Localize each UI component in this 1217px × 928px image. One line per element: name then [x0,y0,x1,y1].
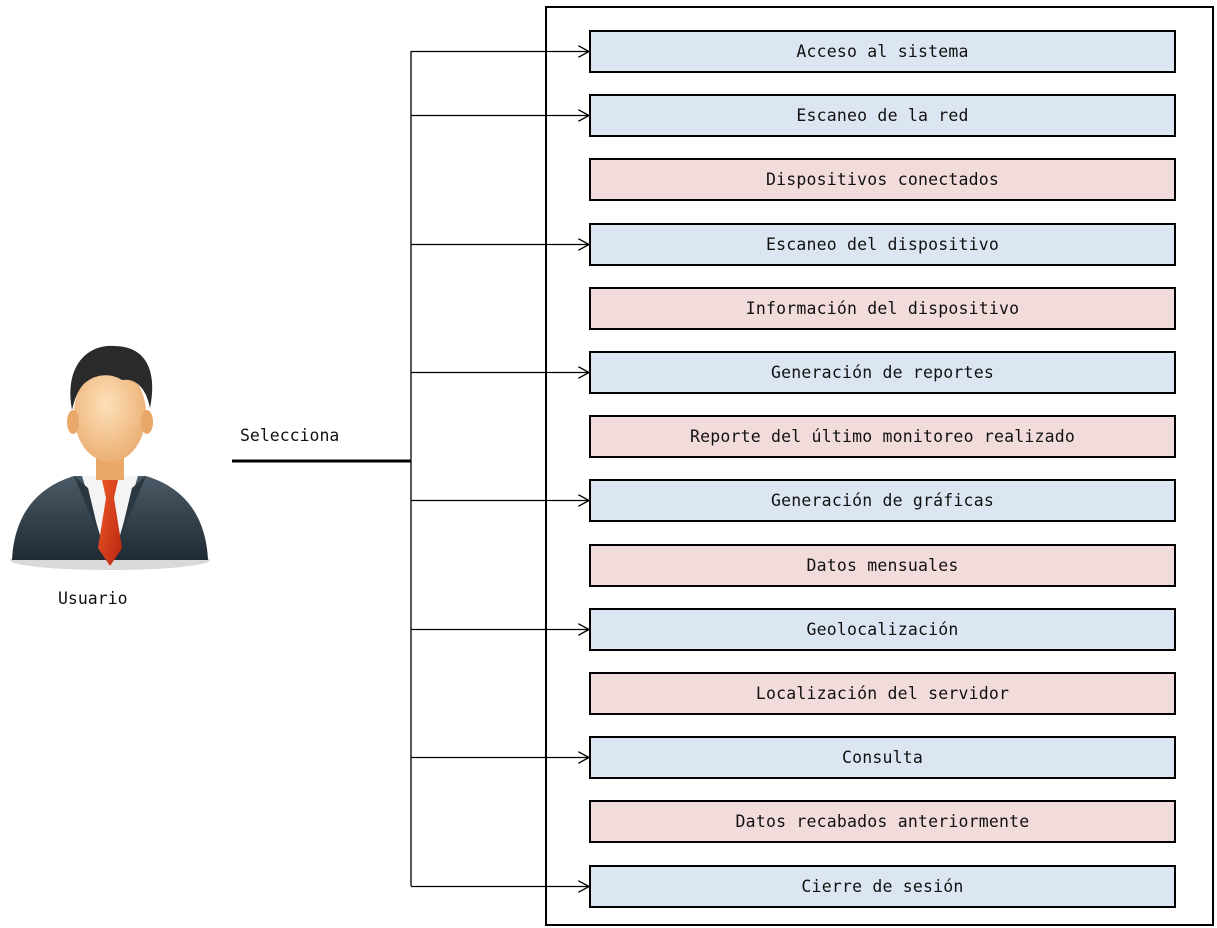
option-box-escaneo-del-dispositivo[interactable]: Escaneo del dispositivo [589,223,1176,266]
option-box-escaneo-de-la-red[interactable]: Escaneo de la red [589,94,1176,137]
option-box-generacion-de-graficas[interactable]: Generación de gráficas [589,479,1176,522]
edge-label: Selecciona [240,426,340,445]
option-box-generacion-de-reportes[interactable]: Generación de reportes [589,351,1176,394]
option-box-informacion-del-dispositivo[interactable]: Información del dispositivo [589,287,1176,330]
option-box-geolocalizacion[interactable]: Geolocalización [589,608,1176,651]
option-box-datos-mensuales[interactable]: Datos mensuales [589,544,1176,587]
option-box-acceso-al-sistema[interactable]: Acceso al sistema [589,30,1176,73]
option-box-reporte-del-ultimo-monitoreo[interactable]: Reporte del último monitoreo realizado [589,415,1176,458]
option-box-dispositivos-conectados[interactable]: Dispositivos conectados [589,158,1176,201]
option-box-consulta[interactable]: Consulta [589,736,1176,779]
option-box-cierre-de-sesion[interactable]: Cierre de sesión [589,865,1176,908]
arrow-group [411,52,589,887]
actor-label: Usuario [58,589,128,608]
option-box-datos-recabados-anteriormente[interactable]: Datos recabados anteriormente [589,800,1176,843]
option-box-localizacion-del-servidor[interactable]: Localización del servidor [589,672,1176,715]
user-businessman-icon [10,345,210,570]
